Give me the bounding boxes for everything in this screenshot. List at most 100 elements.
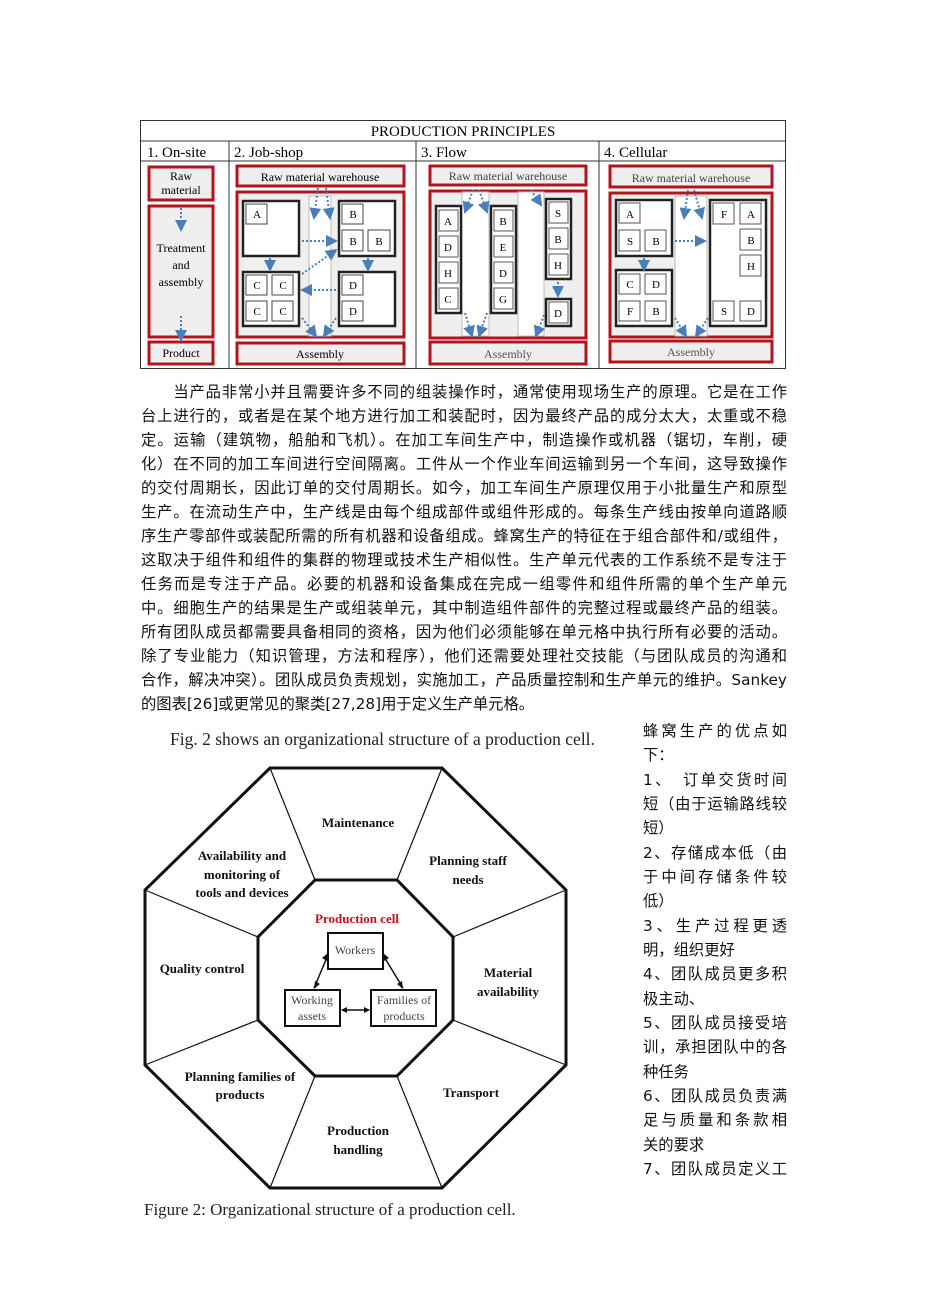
machine-cell: B	[652, 236, 659, 248]
machine-cell: A	[253, 209, 261, 221]
paragraph-line: 这取决于组件和组件的集群的物理或技术生产相似性。生产单元代表的工作系统不是专注于	[141, 551, 787, 569]
machine-cell: B	[349, 209, 356, 221]
figure-title: PRODUCTION PRINCIPLES	[371, 124, 556, 140]
machine-cell: D	[554, 308, 562, 320]
treatment-label: assembly	[159, 275, 204, 289]
machine-cell: H	[554, 260, 562, 272]
paragraph-line: 台上进行的，或者是在某个地方进行加工和装配时，因为最终产品的成分太大，太重或不稳	[141, 407, 787, 425]
machine-cell: A	[747, 209, 755, 221]
production-cell-octagon: Maintenance Planning staff needs Materia…	[143, 766, 568, 1190]
paragraph-line: 的图表[26]或更常见的聚类[27,28]用于定义生产单元格。	[141, 695, 535, 713]
column-header: 3. Flow	[421, 145, 467, 161]
machine-cell: C	[279, 306, 286, 318]
segment-availability-tools: Availability and	[198, 848, 287, 863]
advantages-line: 蜂窝生产的优点如	[643, 722, 787, 740]
machine-cell: B	[349, 236, 356, 248]
machine-cell: G	[499, 294, 507, 306]
segment-transport: Transport	[443, 1085, 500, 1100]
paragraph-line: 定。运输（建筑物，船舶和飞机）。在加工车间生产中，制造操作或机器（锯切，车削，硬	[141, 431, 787, 449]
segment-production-handling: Production	[327, 1123, 390, 1138]
warehouse-label: Raw material warehouse	[449, 169, 568, 183]
machine-cell: F	[721, 209, 727, 221]
advantages-line: 5、团队成员接受培	[643, 1014, 787, 1032]
figure-caption: Figure 2: Organizational structure of a …	[144, 1200, 516, 1219]
raw-material-label: Raw	[170, 169, 192, 183]
machine-cell: H	[444, 268, 452, 280]
segment-availability-tools: tools and devices	[195, 885, 288, 900]
machine-cell: S	[627, 236, 633, 248]
column-header: 1. On-site	[147, 145, 207, 161]
machine-cell: B	[499, 216, 506, 228]
machine-cell: D	[499, 268, 507, 280]
box-working-assets: Working	[291, 993, 333, 1007]
segment-planning-families: products	[216, 1087, 265, 1102]
box-working-assets: assets	[298, 1009, 326, 1023]
advantages-line: 低）	[643, 892, 674, 910]
advantages-line: 下：	[643, 746, 674, 764]
advantages-line: 关的要求	[643, 1136, 705, 1154]
paragraph-line: 当产品非常小并且需要许多不同的组装操作时，通常使用现场生产的原理。它是在工作	[141, 383, 787, 401]
production-principles-figure: PRODUCTION PRINCIPLES 1. On-site 2. Job-…	[140, 120, 786, 369]
raw-material-label: material	[161, 183, 201, 197]
paragraph-line: 中。细胞生产的结果是生产或组装单元，其中制造组件部件的完整过程或最终产品的组装。	[141, 599, 787, 617]
assembly-label: Assembly	[296, 347, 344, 361]
machine-cell: B	[375, 236, 382, 248]
machine-cell: D	[652, 279, 660, 291]
machine-cell: C	[253, 280, 260, 292]
machine-cell: S	[555, 208, 561, 220]
machine-cell: F	[627, 306, 633, 318]
warehouse-label: Raw material warehouse	[261, 170, 380, 184]
segment-production-handling: handling	[333, 1142, 383, 1157]
machine-cell: A	[626, 209, 634, 221]
advantages-line: 极主动、	[643, 990, 705, 1008]
segment-quality-control: Quality control	[160, 961, 245, 976]
segment-maintenance: Maintenance	[322, 815, 394, 830]
column-header: 2. Job-shop	[234, 145, 303, 161]
center-title: Production cell	[315, 911, 399, 926]
paragraph-line: 序生产零部件或装配所需的所有机器和设备组成。蜂窝生产的特征在于组合部件和/或组件…	[141, 527, 787, 545]
machine-cell: H	[747, 261, 755, 273]
machine-cell: A	[444, 216, 452, 228]
paragraph-line: 合作，解决冲突）。团队成员负责规划，实施加工，产品质量控制和生产单元的维护。Sa…	[141, 671, 787, 689]
segment-material-availability: availability	[477, 984, 540, 999]
advantages-line: 3、生产过程更透	[643, 917, 787, 935]
machine-cell: B	[652, 306, 659, 318]
assembly-label: Assembly	[667, 345, 715, 359]
advantages-line: 4、团队成员更多积	[643, 965, 787, 983]
advantages-line: 7、团队成员定义工	[643, 1160, 787, 1178]
advantages-line: 2、存储成本低（由	[643, 844, 787, 862]
advantages-line: 明，组织更好	[643, 941, 735, 959]
machine-cell: B	[747, 235, 754, 247]
column-header: 4. Cellular	[604, 145, 667, 161]
segment-material-availability: Material	[484, 965, 533, 980]
machine-cell: D	[349, 306, 357, 318]
machine-cell: C	[279, 280, 286, 292]
segment-planning-families: Planning families of	[185, 1069, 296, 1084]
assembly-label: Assembly	[484, 347, 532, 361]
machine-cell: C	[253, 306, 260, 318]
product-label: Product	[162, 346, 200, 360]
machine-cell: B	[554, 234, 561, 246]
paragraph-line: 任务而是专注于产品。必要的机器和设备集成在完成一组零件和组件所需的单个生产单元	[141, 575, 787, 593]
machine-cell: E	[500, 242, 507, 254]
paragraph-line: 化）在不同的加工车间进行空间隔离。工件从一个作业车间运输到另一个车间，这导致操作	[141, 455, 787, 473]
paragraph-line: 所有团队成员都需要具备相同的资格，因为他们必须能够在单元格中执行所有必要的活动。	[141, 623, 787, 641]
warehouse-label: Raw material warehouse	[632, 171, 751, 185]
advantages-line: 于中间存储条件较	[643, 868, 787, 886]
treatment-label: and	[172, 258, 189, 272]
box-families-of-products: products	[383, 1009, 425, 1023]
advantages-line: 6、团队成员负责满	[643, 1087, 787, 1105]
advantages-line: 足与质量和条款相	[643, 1111, 787, 1129]
machine-cell: D	[444, 242, 452, 254]
segment-planning-staff: needs	[452, 872, 483, 887]
advantages-line: 短（由于运输路线较	[643, 795, 787, 813]
paragraph-line: 除了专业能力（知识管理，方法和程序），他们还需要处理社交技能（与团队成员的沟通和	[141, 647, 787, 665]
machine-cell: C	[626, 279, 633, 291]
paragraph-line: 生产。在流动生产中，生产线是由每个组成部件或组件形成的。每条生产线由按单向道路顺	[141, 503, 787, 521]
treatment-label: Treatment	[157, 241, 207, 255]
machine-cell: C	[444, 294, 451, 306]
advantages-line: 种任务	[643, 1063, 689, 1081]
box-workers: Workers	[335, 943, 376, 957]
advantages-line: 短）	[643, 819, 674, 837]
segment-planning-staff: Planning staff	[429, 853, 507, 868]
